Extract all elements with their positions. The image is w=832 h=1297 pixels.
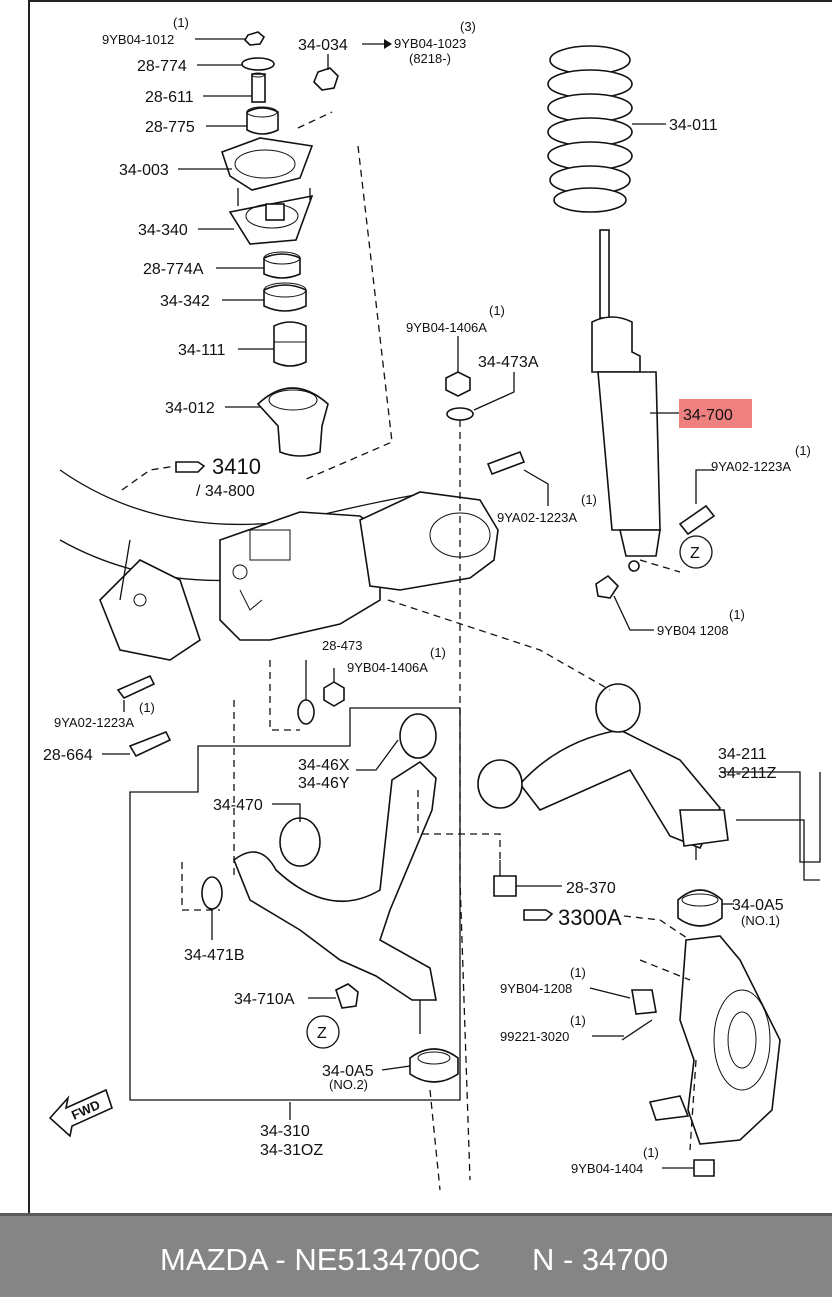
label-9yb04-1406a-low: 9YB04-1406A — [347, 660, 428, 675]
labels: (1) 9YB04-1012 28-774 28-611 28-775 34-0… — [43, 15, 811, 1176]
middle-fasteners — [116, 371, 716, 897]
ref-34-800: / 34-800 — [196, 483, 255, 500]
label-34-012: 34-012 — [165, 400, 215, 417]
label-9yb04-1208-low: 9YB04-1208 — [500, 981, 572, 996]
label-34-470: 34-470 — [213, 797, 263, 814]
top-mount-stack — [220, 31, 392, 457]
label-9yb04-1406a-top: 9YB04-1406A — [406, 320, 487, 335]
zone-circle-right — [679, 535, 713, 569]
qty-9yb04-1208-low: (1) — [570, 965, 586, 980]
label-34-340: 34-340 — [138, 222, 188, 239]
label-34-111: 34-111 — [178, 342, 226, 359]
fwd-arrow — [48, 1088, 113, 1138]
label-34-46x: 34-46X — [298, 757, 350, 774]
reference-hand-icon-2 — [523, 909, 554, 921]
coil-spring — [547, 45, 633, 213]
note-9yb04-1023: (8218-) — [409, 51, 451, 66]
footer-bar: MAZDA - NE5134700C N - 34700 — [0, 1213, 832, 1297]
crossmember — [59, 469, 499, 661]
label-34-0a5-no1: 34-0A5 — [732, 897, 784, 914]
note-34-0a5-no1: (NO.1) — [741, 913, 780, 928]
shock-absorber — [591, 229, 661, 599]
label-34-473a: 34-473A — [478, 354, 539, 371]
ref-3410: 3410 — [212, 454, 261, 479]
lower-arm — [201, 713, 459, 1083]
label-34-31oz: 34-31OZ — [260, 1142, 323, 1159]
label-34-011: 34-011 — [669, 117, 718, 134]
label-28-370: 28-370 — [566, 880, 616, 897]
frame-top-border — [28, 0, 832, 2]
qty-99221-3020: (1) — [570, 1013, 586, 1028]
qty-9yb04-1406a-low: (1) — [430, 645, 446, 660]
qty-9ya02-1223a-right: (1) — [795, 443, 811, 458]
label-34-710a: 34-710A — [234, 991, 295, 1008]
label-28-774: 28-774 — [137, 58, 187, 75]
label-28-473: 28-473 — [322, 638, 362, 653]
label-34-0a5-no2: 34-0A5 — [322, 1063, 374, 1080]
label-34-003: 34-003 — [119, 162, 169, 179]
ref-3300a: 3300A — [558, 905, 622, 930]
footer-code: N - 34700 — [532, 1242, 669, 1277]
zone-label-right: Z — [690, 545, 700, 562]
zone-circle-left — [306, 1015, 340, 1049]
qty-9yb04-1023: (3) — [460, 19, 476, 34]
label-9yb04-1023: 9YB04-1023 — [394, 36, 466, 51]
label-34-211z: 34-211Z — [718, 765, 777, 782]
footer-brand-part: MAZDA - NE5134700C — [160, 1242, 481, 1277]
label-34-034: 34-034 — [298, 37, 348, 54]
label-9yb04-1404: 9YB04-1404 — [571, 1161, 643, 1176]
parts-diagram: (1) 9YB04-1012 28-774 28-611 28-775 34-0… — [43, 15, 821, 1191]
label-28-611: 28-611 — [145, 89, 194, 106]
label-9yb04-1012: 9YB04-1012 — [102, 32, 174, 47]
label-9ya02-1223a-mid: 9YA02-1223A — [497, 510, 577, 525]
qty-9yb04-1404: (1) — [643, 1145, 659, 1160]
highlight-box — [679, 399, 752, 428]
note-34-0a5-no2: (NO.2) — [329, 1077, 368, 1092]
label-28-774a: 28-774A — [143, 261, 204, 278]
qty-9yb04-1406a-top: (1) — [489, 303, 505, 318]
label-9ya02-1223a-left: 9YA02-1223A — [54, 715, 134, 730]
qty-9yb04-1208-right: (1) — [729, 607, 745, 622]
qty-9ya02-1223a-mid: (1) — [581, 492, 597, 507]
label-9ya02-1223a-right: 9YA02-1223A — [711, 459, 791, 474]
frame-left-border — [28, 0, 30, 1213]
label-34-310: 34-310 — [260, 1123, 310, 1140]
knuckle — [621, 889, 781, 1177]
label-34-342: 34-342 — [160, 293, 210, 310]
reference-hand-icon-1 — [175, 461, 206, 473]
label-99221-3020: 99221-3020 — [500, 1029, 569, 1044]
label-34-471b: 34-471B — [184, 947, 245, 964]
label-28-775: 28-775 — [145, 119, 195, 136]
label-34-46y: 34-46Y — [298, 775, 350, 792]
label-28-664: 28-664 — [43, 747, 93, 764]
leader-lines — [102, 38, 734, 1169]
label-34-211: 34-211 — [718, 746, 767, 763]
zone-label-left: Z — [317, 1025, 327, 1042]
qty-9yb04-1012: (1) — [173, 15, 189, 30]
drawings — [48, 31, 821, 1191]
label-34-700: 34-700 — [683, 407, 733, 424]
qty-9ya02-1223a-left: (1) — [139, 700, 155, 715]
label-9yb04-1208-right: 9YB04 1208 — [657, 623, 729, 638]
upper-arm — [477, 683, 729, 860]
